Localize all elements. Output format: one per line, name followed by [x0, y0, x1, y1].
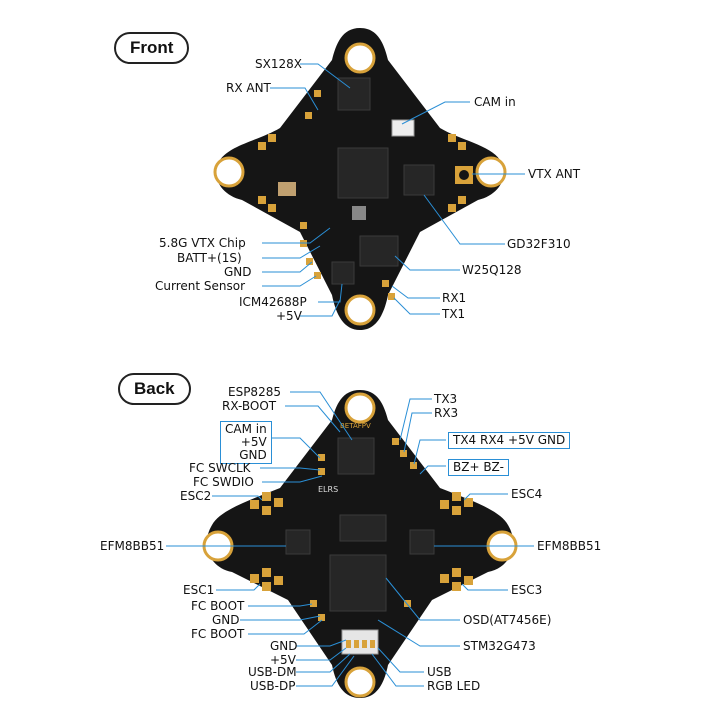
front-gd32-chip — [403, 164, 435, 196]
back-silk-elrs: ELRS — [318, 485, 338, 494]
front-hole-bottom — [344, 294, 376, 326]
label-rx3: RX3 — [434, 406, 459, 420]
label-fc-boot-1: FC BOOT — [191, 599, 245, 613]
back-stm32-chip — [329, 554, 387, 612]
label-gnd-front: GND — [224, 265, 252, 279]
back-hole-bottom — [344, 666, 376, 698]
label-tx3: TX3 — [434, 392, 458, 406]
label-flash: W25Q128 — [462, 263, 522, 277]
cam-pad-box: CAM in +5V GND — [220, 421, 272, 464]
label-stm32: STM32G473 — [463, 639, 536, 653]
front-cap — [278, 182, 296, 196]
front-imu-chip — [331, 261, 355, 285]
label-imu: ICM42688P — [239, 295, 307, 309]
label-tx1: TX1 — [442, 307, 466, 321]
uart4-pad-box: TX4 RX4 +5V GND — [448, 432, 571, 449]
label-rgb-led: RGB LED — [427, 679, 481, 693]
back-hole-top — [344, 392, 376, 424]
front-title: Front — [114, 32, 190, 64]
front-hole-left — [213, 156, 245, 188]
label-fc-boot-2: FC BOOT — [191, 627, 245, 641]
label-5v-bottom: +5V — [270, 653, 296, 667]
cam-box-line-3: GND — [239, 448, 267, 462]
label-batt: BATT+(1S) — [177, 251, 242, 265]
label-esc4: ESC4 — [511, 487, 543, 501]
label-5v-front: +5V — [276, 309, 302, 323]
back-osd-chip — [339, 514, 387, 542]
label-gnd-bottom: GND — [270, 639, 298, 653]
label-esp: ESP8285 — [228, 385, 281, 399]
label-esc1: ESC1 — [183, 583, 215, 597]
back-pcb — [206, 390, 514, 698]
back-title: Back — [118, 373, 191, 405]
label-usb-dp: USB-DP — [250, 679, 296, 693]
label-rx-boot: RX-BOOT — [222, 399, 277, 413]
label-esc3: ESC3 — [511, 583, 543, 597]
label-current-sensor: Current Sensor — [155, 279, 246, 293]
back-hole-right — [486, 530, 518, 562]
label-fc-swdio: FC SWDIO — [193, 475, 254, 489]
label-osd: OSD(AT7456E) — [463, 613, 552, 627]
label-gd32: GD32F310 — [507, 237, 571, 251]
label-vtx-chip: 5.8G VTX Chip — [159, 236, 246, 250]
label-cam-in-front: CAM in — [474, 95, 516, 109]
back-esp-chip — [337, 437, 375, 475]
label-usb: USB — [427, 665, 452, 679]
label-efm-right: EFM8BB51 — [537, 539, 602, 553]
label-rx1: RX1 — [442, 291, 467, 305]
label-vtx-ant: VTX ANT — [528, 167, 581, 181]
front-main-chip — [337, 147, 389, 199]
back-efm-right-chip — [409, 529, 435, 555]
label-gnd-mid: GND — [212, 613, 240, 627]
label-sx128x: SX128X — [255, 57, 302, 71]
cam-box-line-2: +5V — [240, 435, 267, 449]
back-hole-left — [202, 530, 234, 562]
back-efm-left-chip — [285, 529, 311, 555]
buzzer-pad-box: BZ+ BZ- — [448, 459, 509, 476]
front-flash-chip — [359, 235, 399, 267]
label-fc-swclk: FC SWCLK — [189, 461, 251, 475]
label-efm-left: EFM8BB51 — [100, 539, 165, 553]
label-esc2: ESC2 — [180, 489, 212, 503]
front-hole-top — [344, 42, 376, 74]
back-silk-brand: BETAFPV — [340, 422, 371, 430]
cam-box-line-1: CAM in — [225, 422, 267, 436]
label-usb-dm: USB-DM — [248, 665, 297, 679]
front-hole-right — [475, 156, 507, 188]
label-rx-ant: RX ANT — [226, 81, 271, 95]
